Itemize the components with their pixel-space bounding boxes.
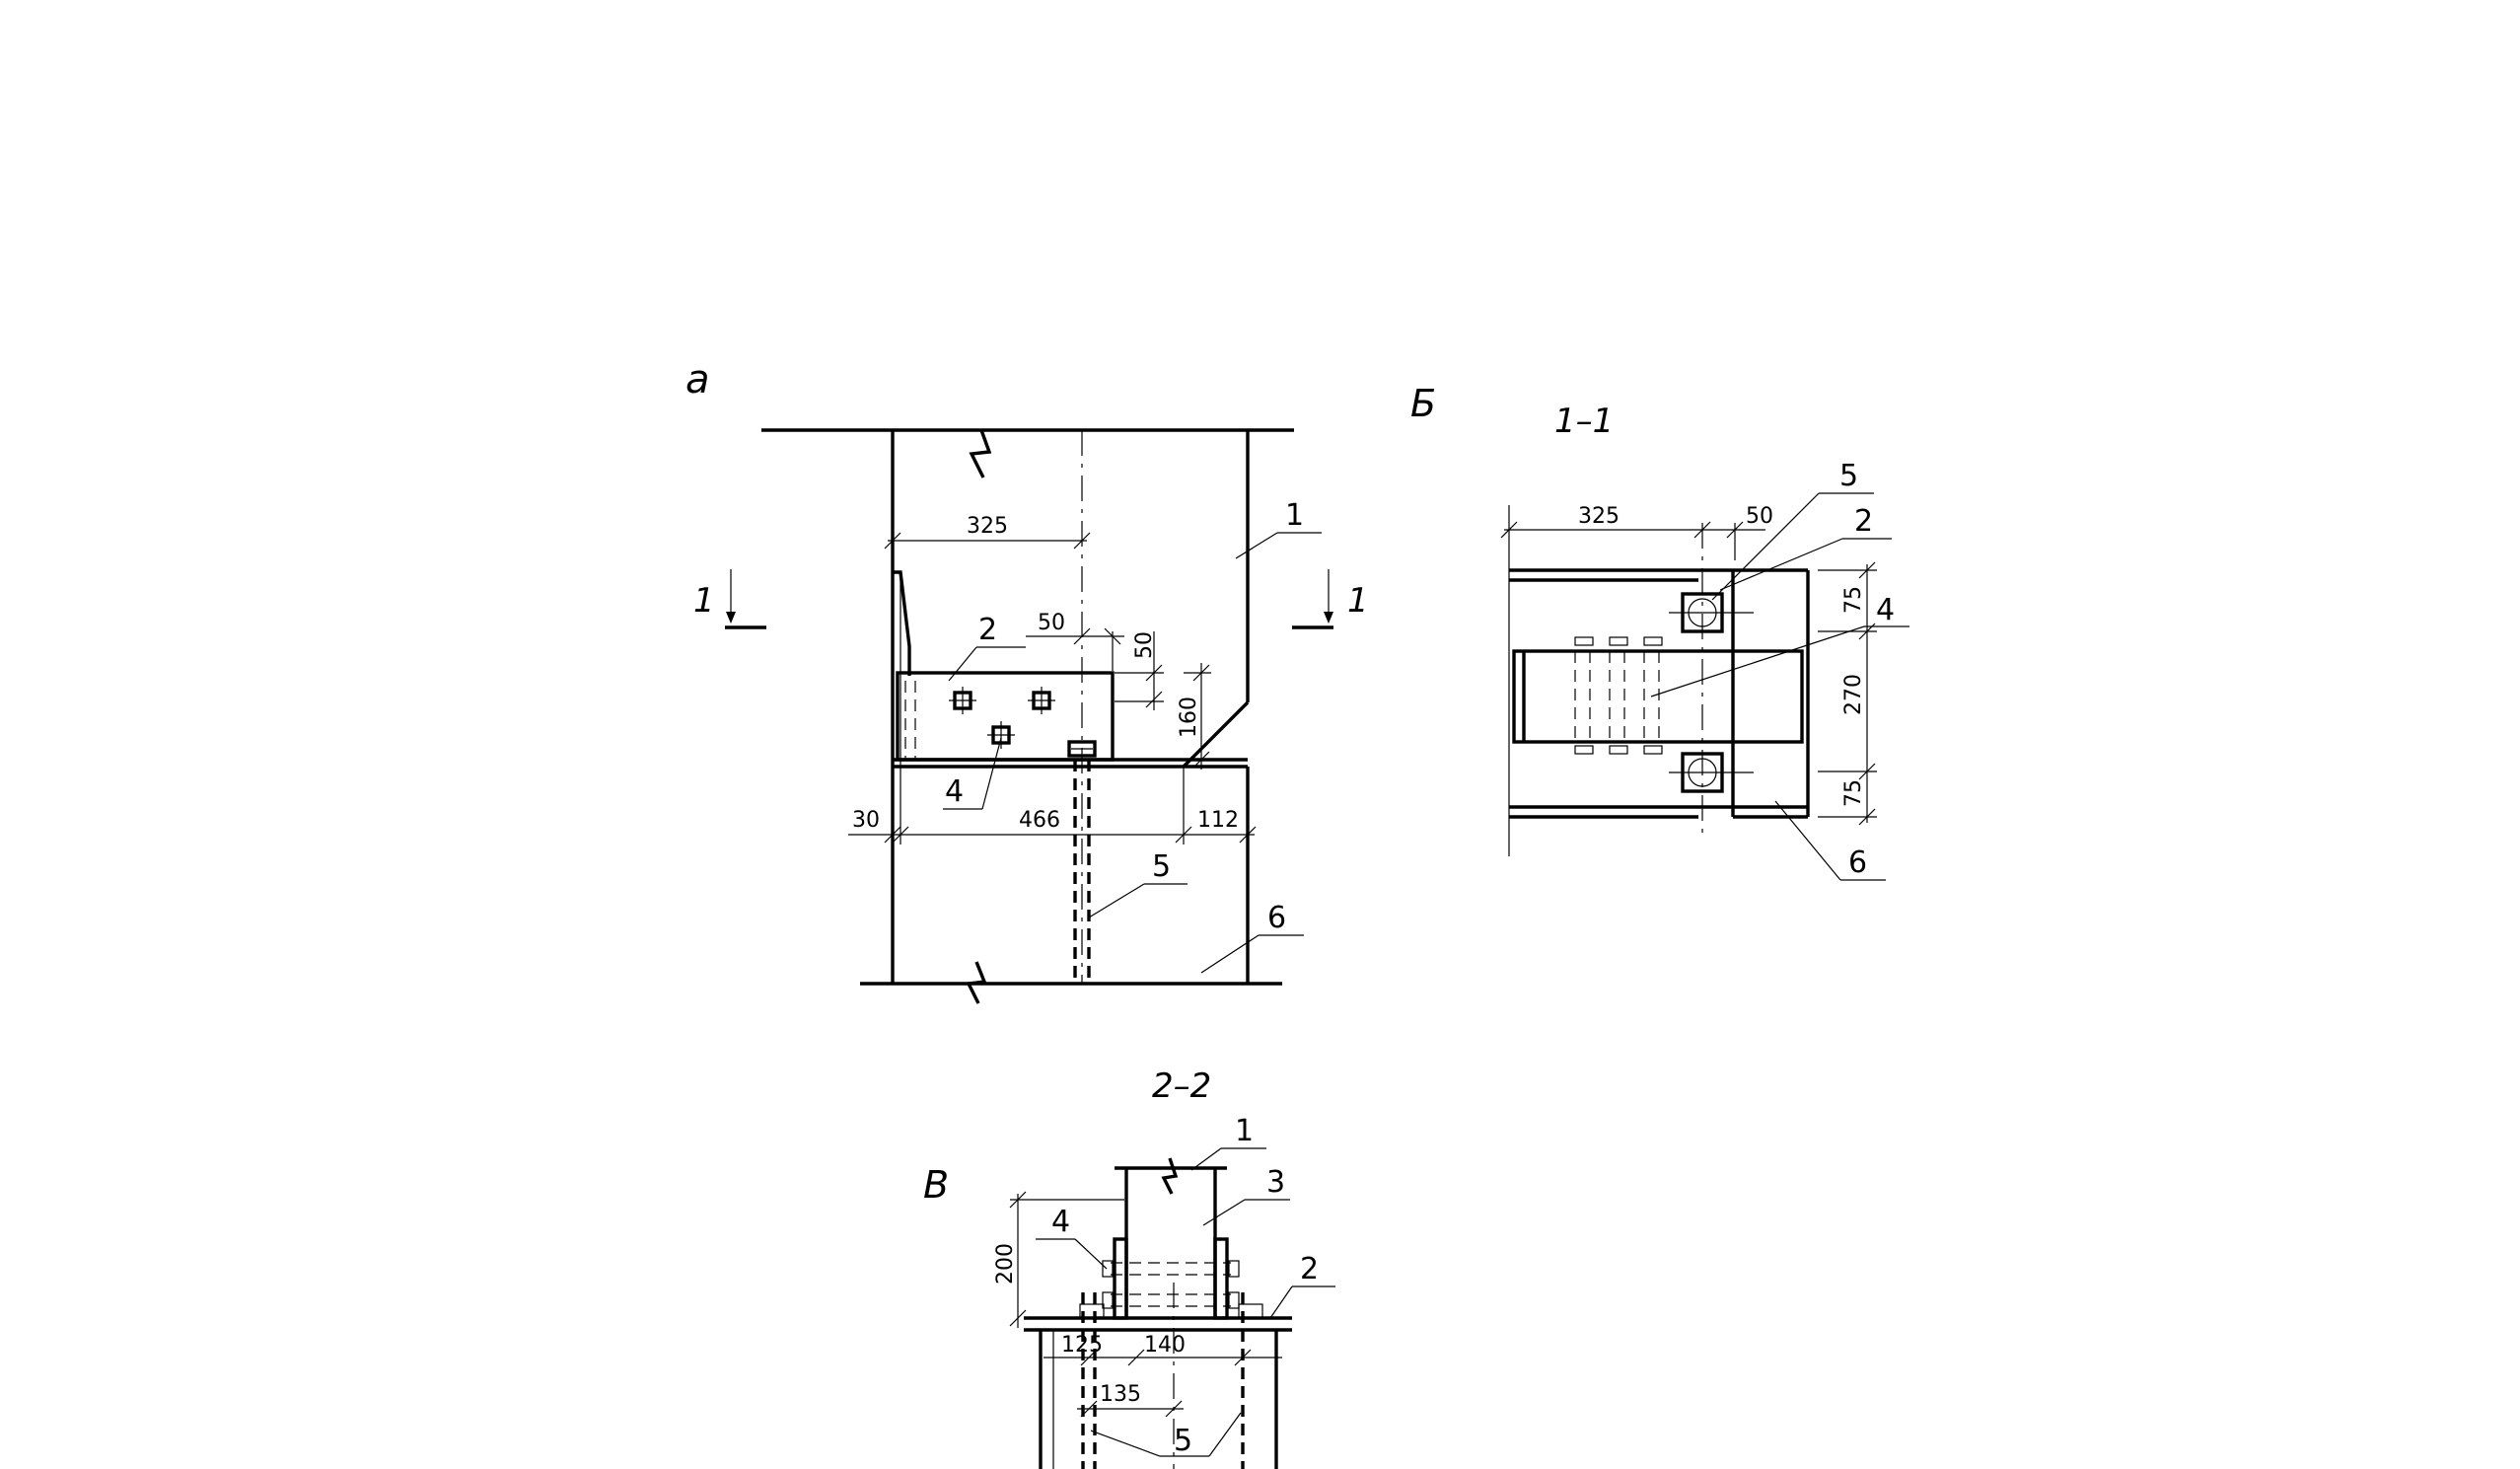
callout-1-c: 1 <box>1235 1114 1254 1148</box>
dim-50-a-v: 50 <box>1132 631 1157 659</box>
dim-75-b-top: 75 <box>1841 586 1866 614</box>
callout-2-b: 2 <box>1854 504 1873 539</box>
bolt-icon <box>1028 687 1055 714</box>
view-c-letter: В <box>923 1163 949 1207</box>
view-a: а <box>685 357 1369 1004</box>
view-c-section-title: 2–2 <box>1152 1066 1211 1106</box>
anchor-nut-icon <box>1067 740 1097 758</box>
upper-column <box>761 428 1294 769</box>
lower-column-section <box>1039 1292 1278 1469</box>
cut-marker-left: 1 <box>693 569 766 629</box>
stiffener-left <box>893 570 911 676</box>
dim-125-c: 125 <box>1061 1333 1103 1358</box>
anchor-bolt-top <box>1669 592 1754 633</box>
dim-325-b: 325 <box>1578 504 1620 529</box>
callout-3-c: 3 <box>1266 1165 1285 1200</box>
callout-2-a: 2 <box>978 613 997 647</box>
callouts-c: 1 3 4 2 5 <box>1036 1114 1335 1458</box>
view-b-letter: Б <box>1410 382 1436 425</box>
side-plates-3 <box>1102 1237 1240 1320</box>
callout-4-b: 4 <box>1876 593 1895 627</box>
callout-6-b: 6 <box>1848 845 1867 880</box>
dimensions-b: 325 50 75 270 75 <box>1500 504 1877 826</box>
dimensions-a: 325 50 50 160 30 46 <box>848 514 1257 845</box>
callout-4-a: 4 <box>945 774 964 809</box>
dim-200-c: 200 <box>993 1243 1018 1285</box>
base-plate-2 <box>1024 1303 1292 1332</box>
dim-112-a: 112 <box>1197 808 1239 833</box>
dim-50-b: 50 <box>1746 504 1773 529</box>
callouts-b: 5 2 4 6 <box>1650 459 1909 881</box>
callout-5-a: 5 <box>1152 849 1171 884</box>
cut-label-left: 1 <box>693 581 715 621</box>
callout-2-c: 2 <box>1300 1252 1319 1286</box>
dimensions-c: 200 125 140 135 <box>993 1191 1282 1418</box>
callout-4-c: 4 <box>1051 1205 1070 1239</box>
lower-column <box>860 767 1282 1004</box>
view-b-section-title: 1–1 <box>1554 402 1614 441</box>
cut-label-right: 1 <box>1347 581 1369 621</box>
callout-1-a: 1 <box>1285 498 1304 533</box>
dim-140-c: 140 <box>1144 1333 1186 1358</box>
callout-5-c: 5 <box>1174 1424 1192 1458</box>
anchor-bolt-bottom <box>1669 752 1754 793</box>
column-section-1-1 <box>1509 568 1810 819</box>
bolt-icon <box>987 721 1015 749</box>
dim-135-c: 135 <box>1100 1382 1141 1407</box>
dim-75-b-bottom: 75 <box>1841 779 1866 807</box>
callout-6-a: 6 <box>1267 901 1286 935</box>
dim-160-a: 160 <box>1177 697 1201 738</box>
dim-50-a-h: 50 <box>1038 611 1065 635</box>
dim-466-a: 466 <box>1019 808 1060 833</box>
plate-2 <box>896 671 1115 762</box>
view-a-letter: а <box>685 357 710 403</box>
dim-30-a: 30 <box>852 808 880 833</box>
cut-marker-right: 1 <box>1292 569 1369 629</box>
dim-325-a: 325 <box>967 514 1008 539</box>
dim-270-b: 270 <box>1841 674 1866 715</box>
callout-5-b: 5 <box>1839 459 1858 493</box>
callouts-a: 1 2 4 5 6 <box>943 498 1322 974</box>
view-c: В 2–2 <box>923 1066 1335 1469</box>
bolt-icon <box>949 687 976 714</box>
view-b: Б 1–1 <box>1410 382 1909 881</box>
